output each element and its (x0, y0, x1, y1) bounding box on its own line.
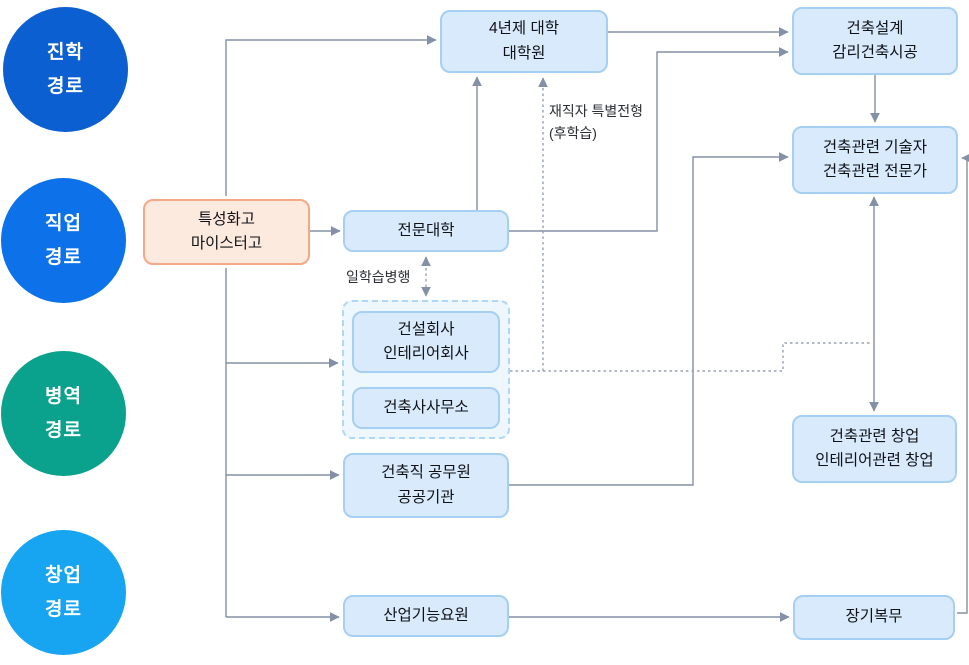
node-label: 인테리어회사 (383, 345, 469, 362)
node-university: 4년제 대학 대학원 (440, 10, 608, 73)
node-label: 4년제 대학 (489, 20, 559, 38)
edge-college-to-design (509, 47, 789, 232)
node-vocational-high-school: 특성화고 마이스터고 (143, 199, 310, 265)
node-label: 건축관련 기술자 (822, 138, 928, 156)
legend-circle-startup: 창업 경로 (1, 530, 126, 655)
legend-label: 진학 (47, 42, 84, 64)
label-dual-program: 일학습병행 (346, 266, 410, 288)
node-label: 건축관련 창업 (829, 427, 920, 445)
node-label: 대학원 (502, 44, 546, 62)
label-line: 재직자 특별전형 (549, 103, 644, 119)
node-civil-servant: 건축직 공무원 공공기관 (343, 453, 509, 518)
node-label: 건축사사무소 (383, 398, 469, 416)
label-special-admission: 재직자 특별전형 (후학습) (549, 100, 643, 145)
node-long-service: 장기복무 (793, 595, 955, 640)
legend-label: 경로 (45, 246, 82, 268)
node-label: 건축직 공무원 (381, 464, 471, 482)
legend-label: 경로 (45, 598, 82, 620)
legend-circle-military: 병역 경로 (1, 351, 126, 476)
edge-civil-to-technician (509, 152, 789, 486)
node-label: 건축설계 (846, 19, 904, 37)
node-label: 건설회사 (397, 320, 455, 338)
legend-label: 경로 (45, 419, 82, 441)
node-label: 전문대학 (397, 221, 455, 239)
node-industrial-agent: 산업기능요원 (343, 595, 509, 637)
edge-start-to-university (225, 35, 437, 196)
node-construction-company: 건설회사 인테리어회사 (352, 311, 500, 373)
legend-label: 창업 (45, 565, 82, 587)
node-startup-founding: 건축관련 창업 인테리어관련 창업 (792, 415, 957, 483)
edge-long-service-to-technician (957, 153, 969, 614)
node-label: 장기복무 (845, 608, 903, 626)
legend-label: 병역 (45, 386, 82, 408)
node-architectural-design: 건축설계 감리건축시공 (792, 7, 958, 75)
node-label: 인테리어관련 창업 (815, 452, 934, 469)
node-label: 공공기관 (397, 488, 455, 506)
node-architect-office: 건축사사무소 (352, 387, 500, 429)
node-technician-expert: 건축관련 기술자 건축관련 전문가 (792, 126, 958, 194)
legend-circle-job: 직업 경로 (1, 178, 126, 303)
legend-label: 경로 (47, 75, 84, 97)
legend-circle-advancement: 진학 경로 (3, 7, 128, 132)
node-label: 건축관련 전문가 (822, 163, 928, 180)
node-college: 전문대학 (343, 210, 509, 252)
node-label: 산업기능요원 (383, 606, 469, 624)
node-label: 마이스터고 (190, 235, 263, 252)
node-label: 특성화고 (197, 210, 256, 228)
edge-company-dotted-branch (510, 342, 872, 372)
legend-label: 직업 (45, 213, 82, 235)
label-line: 일학습병행 (346, 269, 411, 285)
node-label: 감리건축시공 (832, 44, 918, 61)
label-line: (후학습) (549, 125, 597, 142)
